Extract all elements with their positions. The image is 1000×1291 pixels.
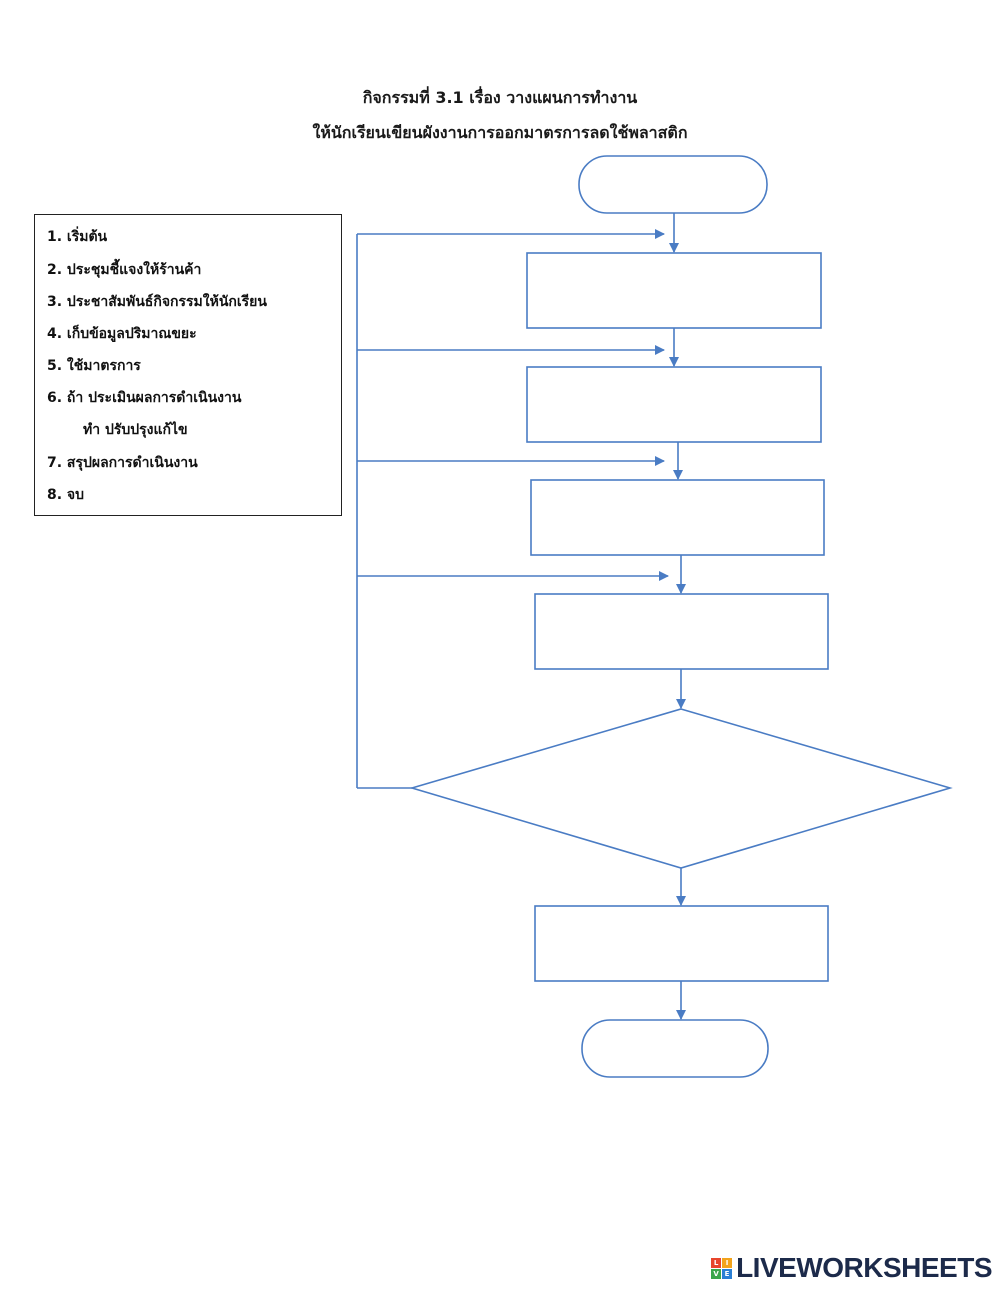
- end-terminator[interactable]: [581, 1019, 769, 1078]
- process-box-1[interactable]: [526, 252, 822, 329]
- brand-name: LIVEWORKSHEETS: [736, 1252, 992, 1283]
- worksheet-subtitle: ให้นักเรียนเขียนผังงานการออกมาตรการลดใช้…: [312, 123, 688, 142]
- step-7: 7. สรุปผลการดำเนินงาน: [47, 455, 198, 471]
- brand-logo-icon: L I V E: [711, 1257, 733, 1279]
- process-box-5[interactable]: [534, 905, 829, 982]
- step-8: 8. จบ: [47, 487, 85, 503]
- start-terminator[interactable]: [578, 155, 768, 214]
- step-6-else: ทำ ปรับปรุงแก้ไข: [83, 422, 188, 438]
- step-2: 2. ประชุมชี้แจงให้ร้านค้า: [47, 262, 202, 278]
- process-box-3[interactable]: [530, 479, 825, 556]
- step-5: 5. ใช้มาตรการ: [47, 358, 141, 374]
- step-6: 6. ถ้า ประเมินผลการดำเนินงาน: [47, 390, 242, 406]
- process-box-2[interactable]: [526, 366, 822, 443]
- liveworksheets-brand: L I V E LIVEWORKSHEETS: [711, 1251, 992, 1285]
- process-box-4[interactable]: [534, 593, 829, 670]
- step-1: 1. เริ่มต้น: [47, 229, 108, 245]
- decision-diamond[interactable]: [409, 708, 953, 869]
- step-3: 3. ประชาสัมพันธ์กิจกรรมให้นักเรียน: [47, 294, 267, 310]
- step-4: 4. เก็บข้อมูลปริมาณขยะ: [47, 326, 197, 342]
- worksheet-title: กิจกรรมที่ 3.1 เรื่อง วางแผนการทำงาน: [362, 88, 638, 107]
- steps-list-box: 1. เริ่มต้น 2. ประชุมชี้แจงให้ร้านค้า 3.…: [34, 214, 342, 516]
